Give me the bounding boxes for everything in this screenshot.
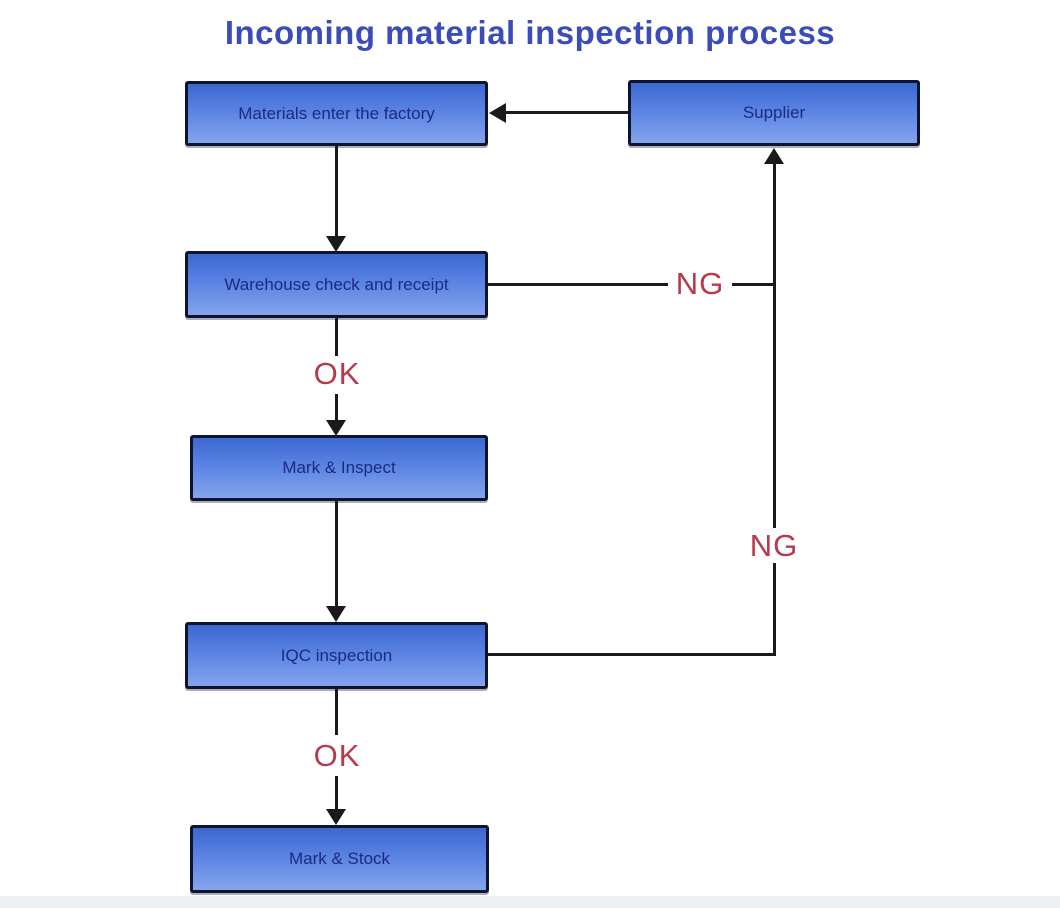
edge-iqc-to-mark-stock-upper <box>335 689 338 735</box>
edge-iqc-ng-horizontal <box>488 653 776 656</box>
node-warehouse-check: Warehouse check and receipt <box>185 251 488 318</box>
arrowhead-down-icon <box>326 809 346 825</box>
node-label: IQC inspection <box>280 645 393 665</box>
arrowhead-down-icon <box>326 236 346 252</box>
node-materials-enter-factory: Materials enter the factory <box>185 81 488 146</box>
node-label: Mark & Stock <box>288 849 391 868</box>
edge-label-ok-iqc: OK <box>300 738 374 773</box>
node-label: Mark & Inspect <box>282 458 396 477</box>
edge-warehouse-ng-horizontal <box>488 283 776 286</box>
node-iqc-inspection: IQC inspection <box>185 622 488 689</box>
node-mark-inspect: Mark & Inspect <box>190 435 488 501</box>
arrowhead-left-icon <box>489 103 506 123</box>
edge-warehouse-to-mark-inspect-upper <box>335 318 338 358</box>
edge-iqc-to-mark-stock-lower <box>335 776 338 810</box>
node-label: Supplier <box>742 103 806 122</box>
node-label: Warehouse check and receipt <box>224 274 449 294</box>
edge-warehouse-to-mark-inspect-lower <box>335 394 338 421</box>
diagram-title: Incoming material inspection process <box>224 14 836 51</box>
edge-ng-return-to-supplier <box>773 164 776 656</box>
arrowhead-down-icon <box>326 606 346 622</box>
edge-label-ok-warehouse: OK <box>300 356 374 391</box>
node-mark-stock: Mark & Stock <box>190 825 489 893</box>
node-supplier: Supplier <box>628 80 920 146</box>
edge-label-ng-iqc: NG <box>742 528 806 563</box>
edge-label-ng-warehouse: NG <box>668 266 732 301</box>
arrowhead-down-icon <box>326 420 346 436</box>
edge-materials-to-warehouse <box>335 146 338 239</box>
edge-supplier-to-materials <box>505 111 628 114</box>
bottom-border-strip <box>0 896 1060 908</box>
arrowhead-up-icon <box>764 148 784 164</box>
edge-mark-inspect-to-iqc <box>335 501 338 607</box>
node-label: Materials enter the factory <box>238 103 435 123</box>
